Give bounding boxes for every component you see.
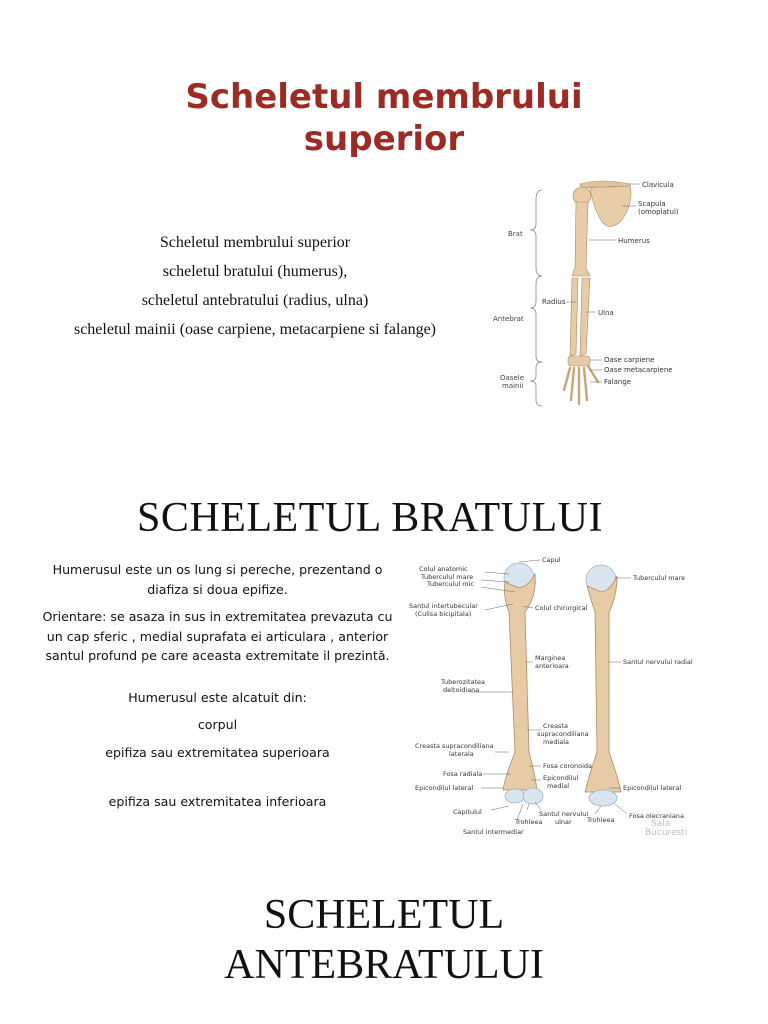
label-fosa-radiala: Fosa radiala (443, 770, 482, 778)
label-oase-metacarpiene: Oase metacarpiene (604, 366, 673, 374)
label-ulnar: ulnar (555, 818, 572, 826)
watermark-sala: Sala (651, 819, 670, 829)
slide3-title: SCHELETUL ANTEBRATULUI (0, 890, 768, 990)
label-tuberozitatea: Tuberozitatea (440, 678, 485, 686)
label-santul-nervului-radial: Santul nervului radial (623, 658, 693, 666)
ulna (579, 277, 591, 357)
label-medial: medial (547, 782, 569, 790)
paragraph-intro: Humerusul este un os lung si pereche, pr… (52, 562, 383, 597)
slide3-title-line1: SCHELETUL (263, 892, 505, 938)
leader-lines (471, 559, 631, 821)
watermark-bucuresti: Bucuresti (645, 828, 687, 838)
humerus-anterior (502, 562, 544, 805)
label-oasele: Oasele (500, 374, 524, 382)
trochlea-right (588, 789, 618, 807)
label-culisa-bicipitala: (Culisa bicipitala) (415, 610, 471, 618)
list-item: scheletul antebratului (radius, ulna) (141, 292, 369, 309)
slide2-title: SCHELETUL BRATULUI (137, 495, 603, 541)
brace-mana (529, 361, 543, 407)
label-capitulul: Capitulul (453, 808, 482, 816)
label-oase-carpiene: Oase carpiene (604, 356, 654, 364)
label-clavicula: Clavicula (642, 181, 674, 189)
label-laterala: laterala (449, 750, 474, 758)
list-item: scheletul bratului (humerus), (162, 263, 348, 280)
capitulum-left (504, 788, 526, 804)
label-colul-anatomic: Colul anatomic (419, 565, 468, 573)
label-radius: Radius (542, 298, 566, 306)
humerus-shaft-left (502, 572, 538, 791)
label-scapula: Scapula (638, 200, 666, 208)
label-epicondilul-lateral-right: Epicondilul lateral (623, 784, 681, 792)
finger-bones (562, 364, 600, 406)
slide2-text: Humerusul este un os lung si pereche, pr… (40, 560, 395, 820)
list-item: Scheletul membrului superior (159, 234, 351, 251)
label-deltoidiana: deltoidiana (443, 686, 479, 694)
label-epicondilul-lateral: Epicondilul lateral (415, 784, 473, 792)
slide3-title-line2: ANTEBRATULUI (224, 942, 544, 988)
radius (569, 277, 579, 357)
trochlea-left (522, 787, 544, 805)
paragraph-orientare: Orientare: se asaza in sus in extremitat… (42, 609, 393, 663)
label-trohleea-low: Trohleea (586, 816, 614, 824)
label-santul-nervului: Santul nervului (539, 810, 588, 818)
label-santul-intertubecular: Santul intertubecular (409, 602, 478, 610)
label-tuberculul-mare-right: Tuberculul mare (632, 574, 685, 582)
brace-antebrat (529, 275, 543, 363)
slide1-title-line1: Scheletul membrului (185, 77, 583, 117)
label-mainii: mainii (502, 382, 523, 390)
label-ulna: Ulna (598, 309, 614, 317)
label-anterioara: anterioara (535, 662, 569, 670)
humerus-posterior (584, 564, 622, 807)
leader-lines (566, 183, 640, 383)
label-fosa-coronoida: Fosa coronoida (543, 762, 592, 770)
slide1-title-line2: superior (303, 119, 465, 159)
humerus-anatomy-figure: Capul Colul anatomic Tuberculul mare Tub… (409, 556, 693, 838)
humerus (571, 201, 591, 277)
label-tuberculul-mic: Tuberculul mic (426, 580, 474, 588)
label-humerus: Humerus (618, 237, 650, 245)
list-item: epifiza sau extremitatea inferioara (108, 794, 327, 809)
label-creasta: Creasta (543, 722, 568, 730)
upper-limb-skeleton-figure: Brat Antebrat Oasele mainii Clavicula Sc… (493, 180, 679, 407)
slide1-list: Scheletul membrului superior scheletul b… (20, 228, 490, 344)
label-antebrat: Antebrat (493, 315, 524, 323)
carpal-bones (567, 355, 591, 367)
list-item: scheletul mainii (oase carpiene, metacar… (73, 321, 437, 338)
label-supracondiliana: supracondiliana (537, 730, 589, 738)
list-item: corpul (197, 717, 238, 732)
paragraph-alcatuit: Humerusul este alcatuit din: (128, 689, 307, 705)
label-marginea: Marginea (535, 654, 565, 662)
label-creasta-laterala: Creasta supracondiliana (415, 742, 494, 750)
label-santul-intermediar: Santul intermediar (463, 828, 524, 836)
label-trohleea-mid: Trohleea (514, 818, 542, 826)
label-epicondilul: Epicondilul (543, 774, 579, 782)
label-tuberculul-mare: Tuberculul mare (420, 573, 473, 581)
slide1-title: Scheletul membrului superior (0, 76, 768, 160)
label-brat: Brat (508, 230, 523, 238)
label-mediala: mediala (543, 738, 569, 746)
scapula (589, 185, 632, 227)
label-fosa-olecraniana: Fosa olecraniana (629, 812, 684, 820)
humerus-shaft-right (584, 575, 622, 793)
label-omoplatul: (omoplatul) (638, 208, 679, 216)
brace-brat (529, 189, 543, 277)
label-colul-chirurgical: Colul chirurgical (535, 604, 588, 612)
list-item: epifiza sau extremitatea superioara (105, 744, 330, 760)
label-capul: Capul (542, 556, 561, 564)
label-falange: Falange (604, 378, 631, 386)
